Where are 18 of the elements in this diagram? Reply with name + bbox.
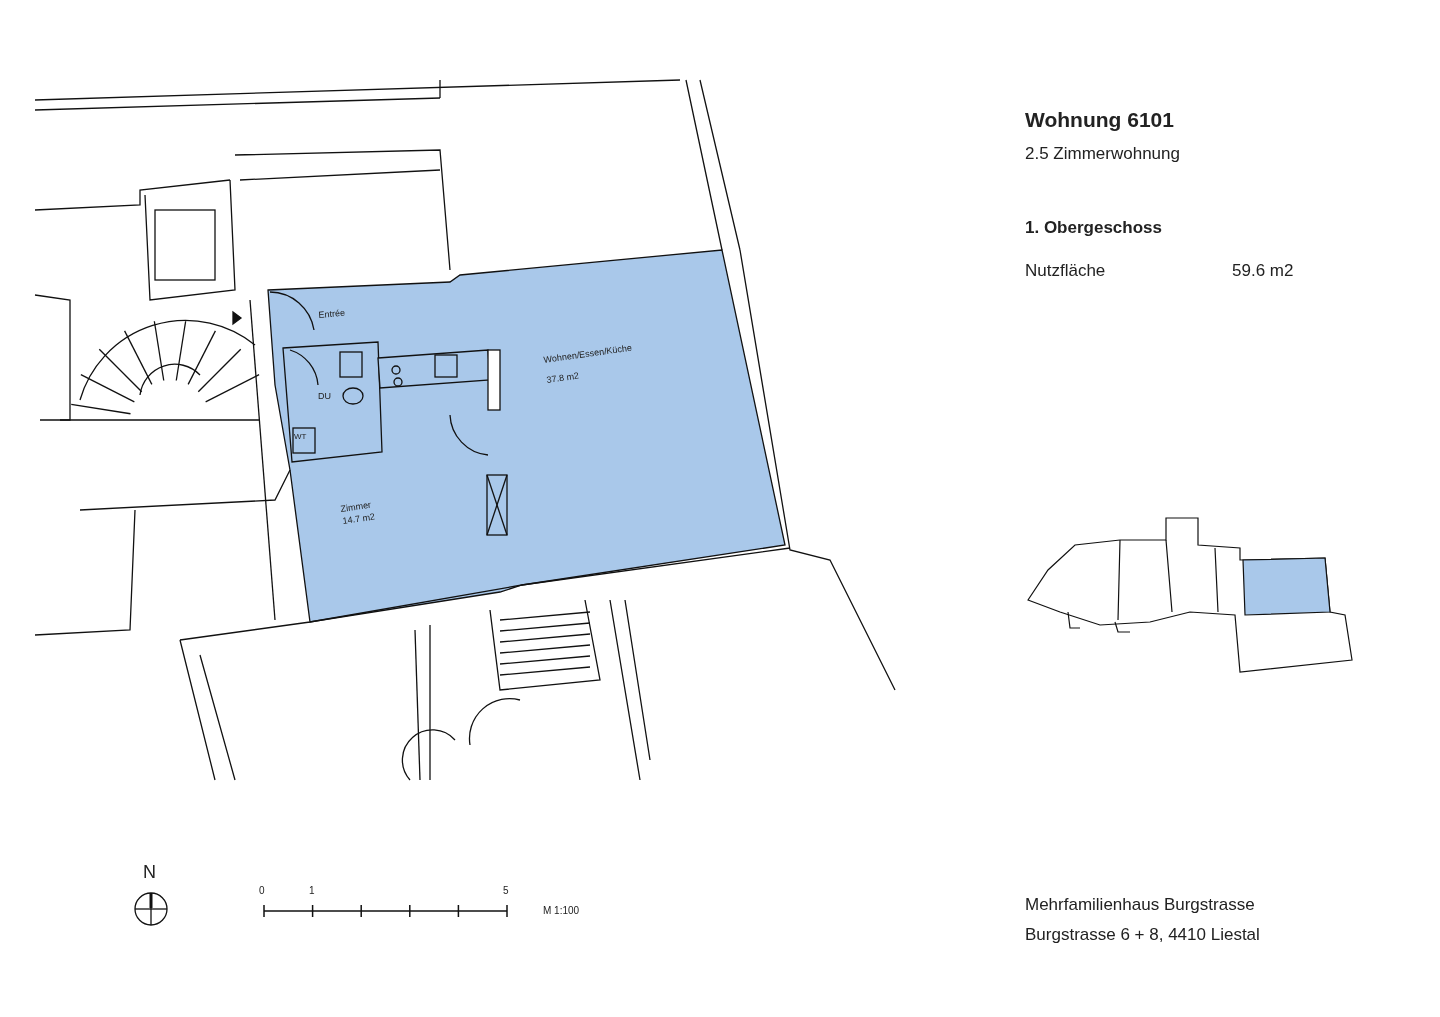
building-name: Mehrfamilienhaus Burgstrasse (1025, 895, 1255, 915)
area-value: 59.6 m2 (1232, 261, 1294, 281)
scale-number: 1 (309, 885, 315, 897)
area-label: Nutzfläche (1025, 261, 1106, 281)
room-label: Zimmer (340, 499, 372, 514)
subtitle: 2.5 Zimmerwohnung (1025, 144, 1180, 164)
room-label: DU (318, 391, 331, 402)
address: Burgstrasse 6 + 8, 4410 Liestal (1025, 925, 1260, 945)
room-label: Entrée (318, 307, 346, 321)
scale-number: 0 (259, 885, 265, 897)
north-label: N (143, 862, 156, 883)
room-area: 37.8 m2 (546, 370, 580, 386)
floor-heading: 1. Obergeschoss (1025, 218, 1162, 238)
title: Wohnung 6101 (1025, 108, 1174, 133)
scale-number: 5 (503, 885, 509, 897)
room-label: WT (294, 432, 307, 442)
room-area: 14.7 m2 (342, 511, 376, 527)
scale-ratio: M 1:100 (543, 905, 580, 917)
